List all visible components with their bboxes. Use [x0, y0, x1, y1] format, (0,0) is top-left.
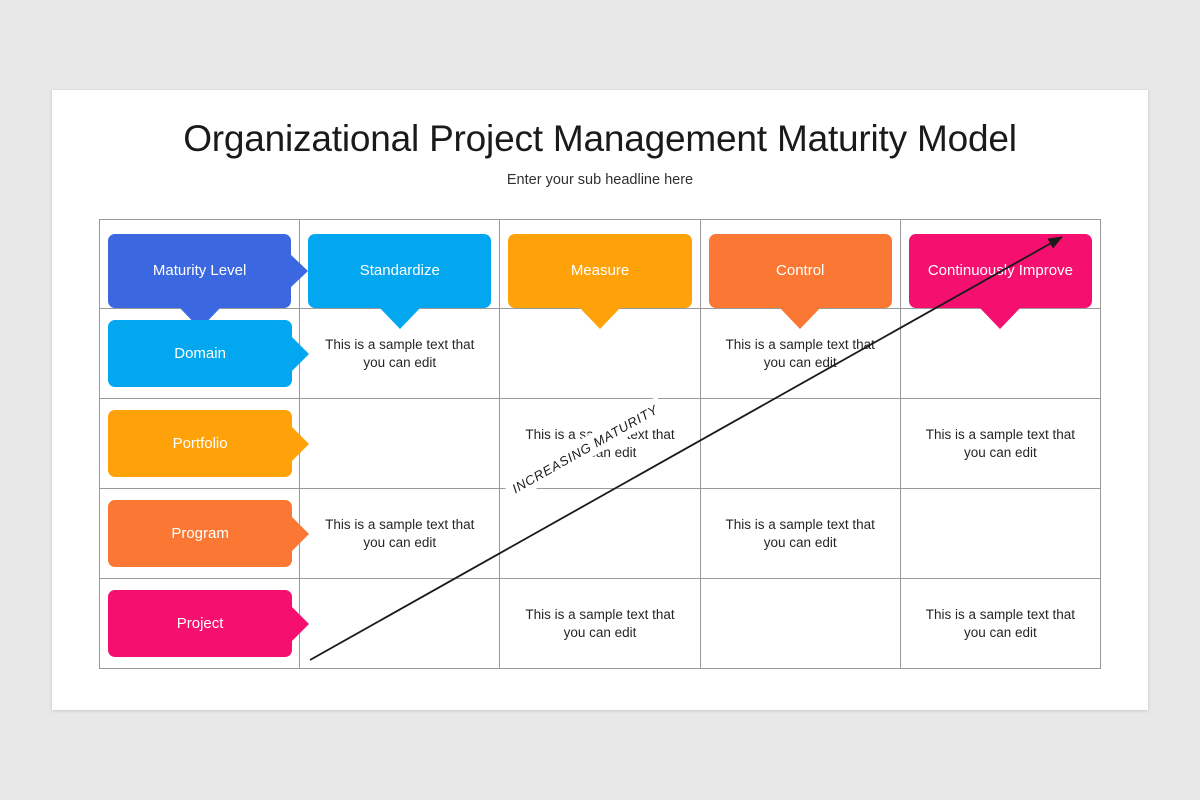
matrix-cell[interactable]: [300, 579, 501, 669]
row-chip-program[interactable]: Program: [108, 500, 310, 567]
matrix-row-label-cell: Project: [100, 579, 310, 669]
chip-down-tail-icon: [779, 307, 822, 329]
header-chip-label: Continuously Improve: [927, 262, 1073, 279]
page-title: Organizational Project Management Maturi…: [183, 118, 1017, 159]
chip-right-arrow-icon: [291, 425, 310, 462]
chip-right-arrow-icon: [291, 605, 310, 642]
header-chip-label: Maturity Level: [152, 262, 247, 279]
chip-right-arrow-icon: [291, 335, 310, 372]
matrix-cell-text: This is a sample text that you can edit: [525, 606, 675, 640]
matrix-header-cell: Maturity Level: [100, 220, 309, 329]
row-chip-label: Domain: [174, 345, 226, 362]
matrix-cell[interactable]: This is a sample text that you can edit: [900, 399, 1101, 489]
header-chip-continuously-improve[interactable]: Continuously Improve: [908, 234, 1092, 329]
page-subtitle: Enter your sub headline here: [506, 172, 694, 188]
row-chip-portfolio[interactable]: Portfolio: [108, 410, 310, 477]
row-chip-label: Project: [176, 615, 224, 632]
row-chip-domain[interactable]: Domain: [108, 320, 310, 387]
slide-canvas: Organizational Project Management Maturi…: [52, 90, 1148, 710]
matrix-header-cell: Measure: [500, 220, 701, 329]
header-chip-control[interactable]: Control: [708, 234, 892, 329]
matrix-cell-text: This is a sample text that you can edit: [725, 516, 875, 550]
matrix-row-label-cell: Portfolio: [100, 399, 310, 489]
maturity-matrix: Maturity Level Standardize Measure Control C…: [99, 219, 1101, 669]
header-chip-standardize[interactable]: Standardize: [308, 234, 492, 329]
chip-right-arrow-icon: [290, 254, 309, 288]
matrix-row-label-cell: Domain: [100, 309, 310, 399]
matrix-cell[interactable]: [900, 489, 1101, 579]
header-chip-maturity-level[interactable]: Maturity Level: [108, 234, 309, 329]
matrix-cell[interactable]: This is a sample text that you can edit: [500, 579, 701, 669]
matrix-cell[interactable]: This is a sample text that you can edit: [300, 489, 501, 579]
matrix-cell[interactable]: This is a sample text that you can edit: [900, 579, 1101, 669]
chip-down-tail-icon: [578, 307, 621, 329]
header-chip-label: Measure: [570, 262, 630, 279]
matrix-cell-text: This is a sample text that you can edit: [325, 516, 475, 550]
row-chip-project[interactable]: Project: [108, 590, 310, 657]
row-chip-label: Portfolio: [172, 435, 228, 452]
header-chip-label: Control: [776, 262, 825, 279]
matrix-cell[interactable]: This is a sample text that you can edit: [700, 489, 901, 579]
header-chip-measure[interactable]: Measure: [508, 234, 692, 329]
header-chip-label: Standardize: [359, 262, 440, 279]
chip-down-tail-icon: [979, 307, 1022, 329]
matrix-cell[interactable]: [700, 579, 901, 669]
matrix-cell-text: This is a sample text that you can edit: [725, 336, 875, 370]
matrix-cell-text: This is a sample text that you can edit: [925, 426, 1076, 460]
matrix-cell[interactable]: [500, 489, 701, 579]
matrix-header-cell: Standardize: [300, 220, 501, 329]
chip-right-arrow-icon: [291, 515, 310, 552]
chip-down-tail-icon: [378, 307, 421, 329]
row-chip-label: Program: [171, 525, 229, 542]
matrix-cell[interactable]: [300, 399, 501, 489]
matrix-cell-text: This is a sample text that you can edit: [325, 336, 475, 370]
matrix-cell-text: This is a sample text that you can edit: [925, 606, 1076, 640]
matrix-row-label-cell: Program: [100, 489, 310, 579]
matrix-header-cell: Continuously Improve: [900, 220, 1101, 329]
matrix-cell[interactable]: [700, 399, 901, 489]
matrix-header-cell: Control: [700, 220, 901, 329]
